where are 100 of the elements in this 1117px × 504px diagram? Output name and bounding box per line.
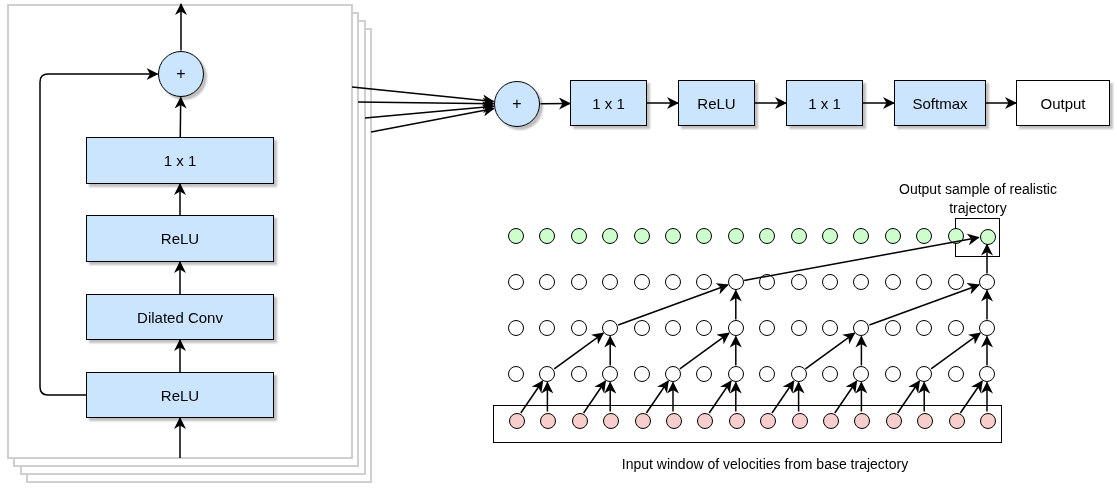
neuron-circle [727,274,744,290]
arrow [667,381,679,413]
neuron-circle [508,366,524,382]
neuron-circle [633,366,650,382]
neuron-circle [947,366,964,382]
neuron-circle [759,366,776,382]
arrow [520,380,544,414]
selection-frame [493,405,1002,443]
neuron-circle [571,413,588,429]
neuron-circle [916,228,933,244]
neuron-circle [570,320,587,336]
neuron-circle [602,274,619,290]
neuron-circle [633,320,650,336]
neuron-circle [853,320,870,336]
arrow [553,332,605,370]
neuron-circle [823,413,839,429]
neuron-circle [979,274,995,290]
neuron-circle [884,320,901,336]
neuron-circle [980,413,996,429]
neuron-circle [633,274,650,290]
neuron-circle [759,228,776,244]
layer-stack [7,4,372,483]
annotation-text: Input window of velocities from base trajectory [620,455,910,474]
neuron-circle [947,320,964,336]
neuron-circle [570,366,587,382]
arrow [174,339,186,373]
arrow [930,332,981,370]
arrow [708,380,732,414]
output-box: Output [1016,80,1110,126]
neuron-circle [696,366,713,382]
neuron-circle [790,366,807,382]
neuron-circle [884,228,901,244]
arrow [743,233,980,282]
arrow [855,335,868,367]
neuron-circle [853,228,870,244]
arrow [39,68,159,396]
neuron-circle [602,228,619,244]
neuron-circle [539,366,556,382]
neuron-circle [696,320,713,336]
arrow [364,101,495,119]
neuron-circle [791,413,808,429]
arrow [541,381,554,413]
layer-box: ReLU [86,372,274,418]
neuron-circle [884,366,901,382]
arrow [981,243,993,275]
neuron-circle [853,366,870,382]
arrow [896,380,921,414]
neuron-circle [697,413,714,429]
arrow [174,417,186,459]
arrow [804,332,856,370]
neuron-circle [728,413,745,429]
layer-box: 1 x 1 [570,80,647,126]
neuron-circle [948,413,965,429]
layer-box: 1 x 1 [86,137,274,184]
arrow [174,96,187,138]
arrow [617,283,729,326]
neuron-circle [916,366,933,382]
arrow [351,86,495,107]
neuron-circle [947,274,964,290]
neuron-circle [634,413,651,429]
annotation-text: Output sample of realistic trajectory [898,180,1058,218]
neuron-circle [539,228,556,244]
neuron-circle [633,228,650,244]
layer-box: Softmax [894,80,986,126]
neuron-circle [665,274,681,290]
arrow [175,3,187,52]
neuron-circle [884,274,901,290]
arrow [981,381,993,413]
neuron-circle [602,320,619,336]
neuron-circle [759,274,776,290]
arrow [539,97,571,110]
sum-circle: + [494,81,540,127]
neuron-circle [822,274,838,290]
arrow [729,381,742,413]
arrow [959,380,983,414]
neuron-circle [790,320,807,336]
arrow [357,97,495,110]
neuron-circle [853,274,870,290]
neuron-circle [885,413,902,429]
neuron-circle [980,229,996,245]
neuron-circle [696,228,713,244]
neuron-circle [508,320,524,336]
arrow [729,335,742,367]
neuron-circle [540,413,557,429]
neuron-circle [665,320,681,336]
arrow [604,381,617,413]
neuron-circle [790,274,807,290]
neuron-circle [696,274,713,290]
arrow [604,335,617,367]
neuron-circle [822,366,838,382]
neuron-circle [508,228,524,244]
neuron-circle [822,320,838,336]
arrow [646,97,679,109]
layer-box: 1 x 1 [786,80,863,126]
neuron-circle [727,366,744,382]
neuron-circle [727,320,744,336]
arrow [370,104,495,133]
arrow [981,289,993,321]
arrow [174,261,186,295]
arrow [582,380,607,414]
